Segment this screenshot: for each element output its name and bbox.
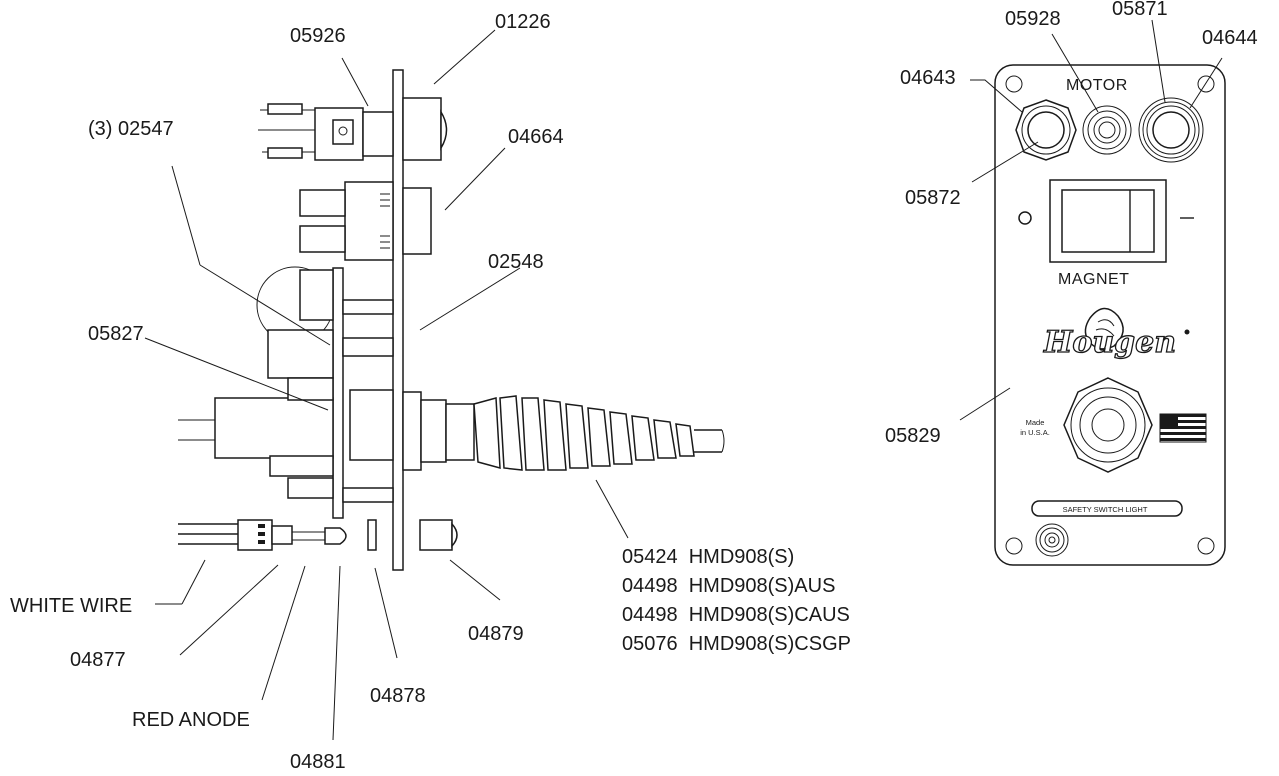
callout-04664: 04664: [508, 126, 564, 148]
callout-05829: 05829: [885, 425, 941, 447]
callout-05827: 05827: [88, 323, 144, 345]
callout-05926: 05926: [290, 25, 346, 47]
callout-01226: 01226: [495, 11, 551, 33]
panel-plate: [392, 69, 404, 571]
cord-option: 04498 HMD908(S)AUS: [622, 575, 835, 597]
callout-04881: 04881: [290, 751, 346, 773]
safety-light-lens: [1035, 523, 1069, 557]
cord-option: 05424 HMD908(S): [622, 546, 794, 568]
led-holder-04878: [367, 519, 377, 551]
made-in-line2: in U.S.A.: [1020, 428, 1050, 437]
made-in-line1: Made: [1026, 418, 1045, 427]
hougen-logo: Hougen: [1042, 307, 1190, 361]
callout-02548: 02548: [488, 251, 544, 273]
cord-options-list: 05424 HMD908(S) 04498 HMD908(S)AUS 04498…: [622, 546, 851, 655]
lens-04879: [419, 519, 453, 551]
front-panel-view: MOTOR MAGNET: [959, 19, 1226, 566]
callout-04878: 04878: [370, 685, 426, 707]
led-04881: [324, 527, 347, 545]
safety-switch-light-label: SAFETY SWITCH LIGHT: [1063, 505, 1148, 514]
us-flag-icon: [1159, 413, 1207, 443]
cord-option: 04498 HMD908(S)CAUS: [622, 604, 850, 626]
callout-04644: 04644: [1202, 27, 1258, 49]
callout-04879: 04879: [468, 623, 524, 645]
magnet-label: MAGNET: [1058, 271, 1129, 288]
motor-switch-05872: [1015, 99, 1077, 161]
panel-cord-gland-05829: [1063, 377, 1153, 473]
callout-white-wire: WHITE WIRE: [10, 595, 132, 617]
callout-05871: 05871: [1112, 0, 1168, 20]
callout-04643: 04643: [900, 67, 956, 89]
safety-label-box: [1031, 500, 1183, 517]
magnet-on-mark: [1018, 211, 1032, 225]
switch-nut: [402, 97, 442, 161]
side-view-assembly: [144, 29, 725, 741]
callout-05928: 05928: [1005, 8, 1061, 30]
strain-relief-coil: [473, 395, 695, 471]
cord-option: 05076 HMD908(S)CSGP: [622, 633, 851, 655]
breaker-body: [344, 181, 394, 261]
callout-red-anode: RED ANODE: [132, 709, 250, 731]
hougen-wordmark: Hougen: [1043, 325, 1176, 360]
callout-02547: (3) 02547: [88, 118, 174, 140]
indicator-05928: [1082, 105, 1132, 155]
callout-05872: 05872: [905, 187, 961, 209]
breaker-05871: [1138, 97, 1204, 163]
callout-04877: 04877: [70, 649, 126, 671]
cord-gland: [349, 389, 394, 461]
circuit-board: [332, 267, 344, 519]
motor-label: MOTOR: [1066, 77, 1128, 94]
connector-04877: [237, 519, 273, 551]
